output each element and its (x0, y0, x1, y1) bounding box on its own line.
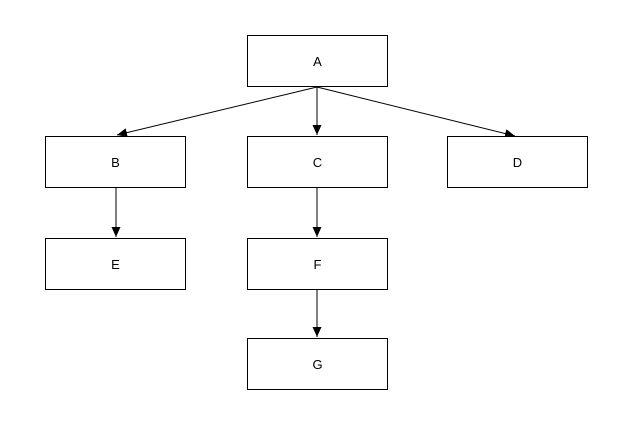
node-C-label: C (312, 154, 323, 170)
node-B: B (45, 136, 186, 188)
node-D: D (447, 136, 588, 188)
node-C: C (247, 136, 388, 188)
node-F-label: F (313, 256, 322, 272)
node-G: G (247, 338, 388, 390)
edge-A-D (316, 86, 516, 138)
node-G-label: G (312, 356, 323, 372)
node-D-label: D (512, 154, 523, 170)
node-E-label: E (111, 256, 120, 272)
edge-A-B (116, 86, 318, 138)
node-F: F (247, 238, 388, 290)
node-E: E (45, 238, 186, 290)
node-A-label: A (313, 53, 322, 69)
node-A: A (247, 35, 388, 87)
node-B-label: B (111, 154, 120, 170)
